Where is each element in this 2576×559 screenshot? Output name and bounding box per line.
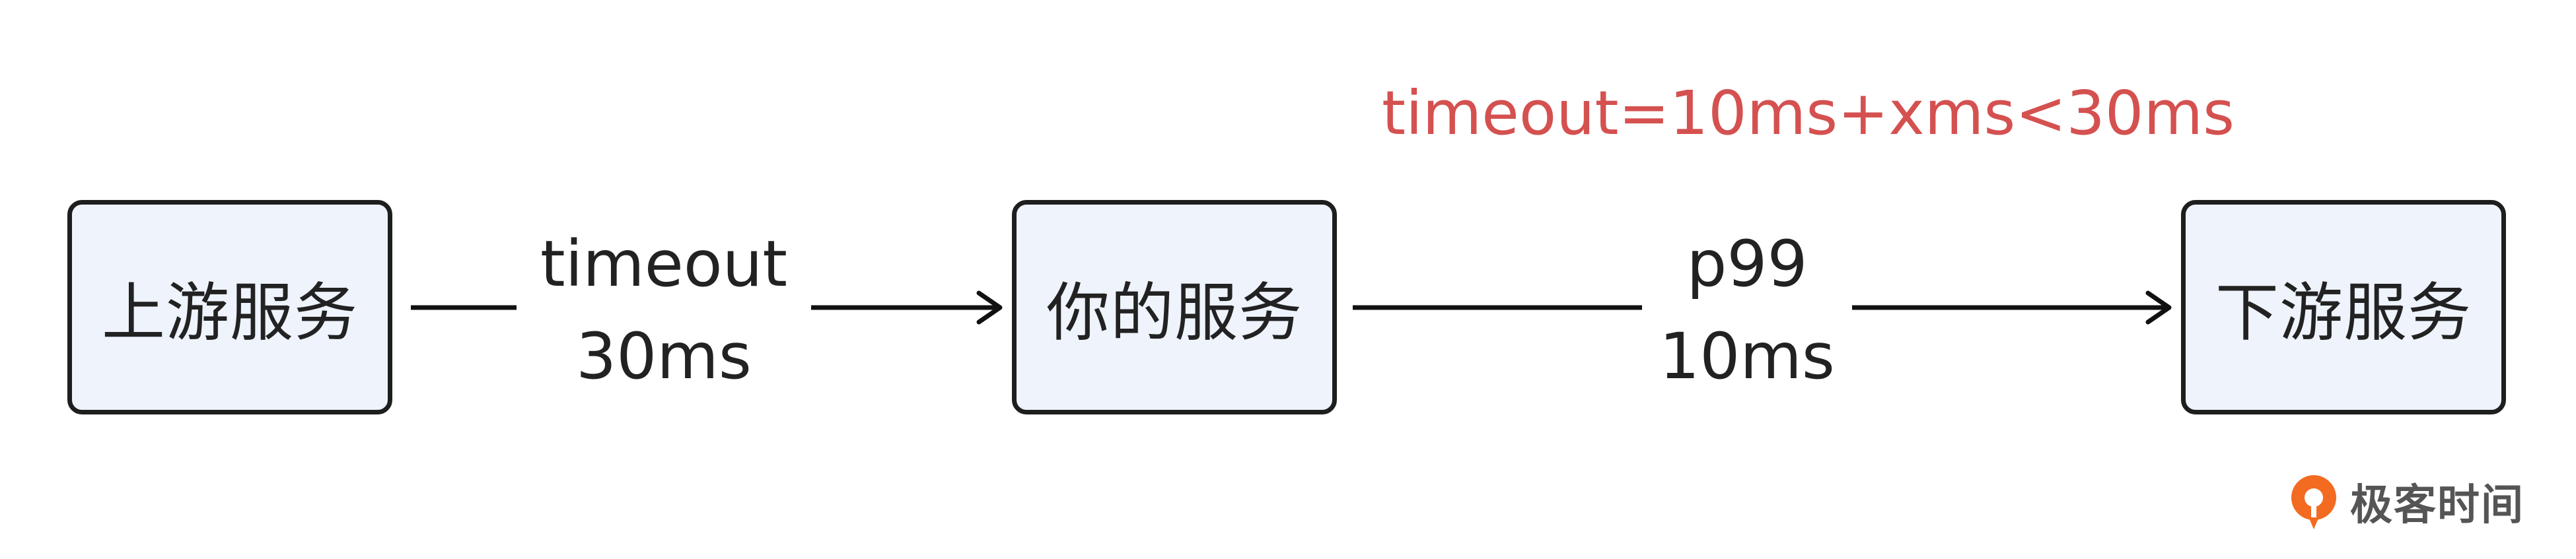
edge-upstream-yours-value: 30ms (576, 319, 752, 393)
geektime-logo-icon (2291, 475, 2336, 529)
edge-yours-downstream-label: p99 10ms (1651, 218, 1843, 403)
edge-upstream-yours-timeout: timeout (540, 227, 788, 301)
edge-yours-downstream-p99: p99 (1686, 227, 1808, 301)
edge-yours-downstream-arrowhead (2145, 290, 2172, 325)
edge-yours-downstream-value: 10ms (1659, 319, 1835, 393)
node-upstream-label: 上游服务 (102, 276, 358, 350)
formula-annotation: timeout=10ms+xms<30ms (1382, 78, 2235, 148)
node-downstream-service: 下游服务 (2181, 200, 2506, 414)
node-yours-label: 你的服务 (1046, 276, 1303, 350)
node-downstream-label: 下游服务 (2215, 276, 2472, 350)
edge-upstream-yours-label: timeout 30ms (528, 218, 799, 403)
node-upstream-service: 上游服务 (67, 200, 392, 414)
brand-name: 极客时间 (2350, 481, 2524, 530)
brand-watermark: 极客时间 (2287, 471, 2524, 532)
edge-upstream-yours-arrowhead (976, 290, 1003, 325)
node-your-service: 你的服务 (1012, 200, 1337, 414)
